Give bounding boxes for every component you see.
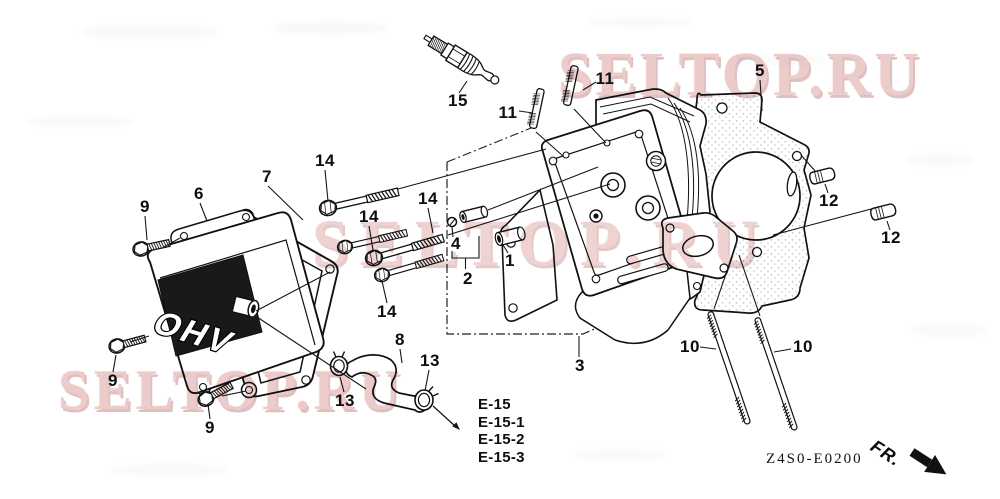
part-label-14-1: 14 xyxy=(315,151,335,170)
reference-link-e15-1: E-15-1 xyxy=(478,413,525,431)
part-label-9-1: 9 xyxy=(140,197,150,216)
part-label-2: 2 xyxy=(463,269,473,288)
leader-lines xyxy=(112,79,891,420)
part-label-13-2: 13 xyxy=(420,351,440,370)
stud-10-drawing xyxy=(705,311,797,431)
part-label-6: 6 xyxy=(194,184,204,203)
watermark-text: SELTOP.RU xyxy=(58,359,404,422)
diagram-code: Z4S0-E0200 xyxy=(766,451,863,467)
part-label-8: 8 xyxy=(395,330,405,349)
part-label-11-1: 11 xyxy=(498,103,518,122)
part-label-4: 4 xyxy=(451,234,461,253)
part-label-9-2: 9 xyxy=(108,371,118,390)
part-label-10-1: 10 xyxy=(680,337,700,356)
fr-direction-arrow xyxy=(909,448,947,475)
part-label-9-3: 9 xyxy=(205,418,215,437)
reference-link-e15: E-15 xyxy=(478,396,511,413)
part-label-5: 5 xyxy=(755,61,765,80)
part-label-14-2: 14 xyxy=(359,207,379,226)
reference-link-e15-3: E-15-3 xyxy=(478,448,525,466)
part-label-7: 7 xyxy=(262,167,272,186)
part-label-13-1: 13 xyxy=(335,391,355,410)
reference-link-list: E-15 E-15-1 E-15-2 E-15-3 xyxy=(478,396,525,466)
hose-clamp-13-drawing xyxy=(329,351,439,411)
pin-2-drawing xyxy=(459,205,489,224)
reference-link-e15-2: E-15-2 xyxy=(478,431,525,448)
part-label-3: 3 xyxy=(575,356,585,375)
assembly-boundary-box xyxy=(446,125,757,335)
dowel-pin-1-drawing xyxy=(494,226,526,247)
part-label-15: 15 xyxy=(448,91,468,110)
spark-plug-drawing xyxy=(423,34,500,85)
part-label-10-2: 10 xyxy=(793,337,813,356)
part-label-14-4: 14 xyxy=(377,302,397,321)
cylinder-head-drawing xyxy=(499,88,738,345)
eref-arrow xyxy=(432,405,460,430)
watermark-text: SELTOP.RU xyxy=(558,41,923,109)
part-label-12-2: 12 xyxy=(881,228,901,247)
clip-4-drawing xyxy=(446,216,458,228)
watermark-text: SELTOP.RU xyxy=(312,207,770,280)
part-label-12-1: 12 xyxy=(819,191,839,210)
part-label-14-3: 14 xyxy=(418,189,438,208)
part-label-1: 1 xyxy=(505,251,515,270)
part-label-11-2: 11 xyxy=(595,69,615,88)
valve-cover-drawing: OHV xyxy=(145,208,325,399)
